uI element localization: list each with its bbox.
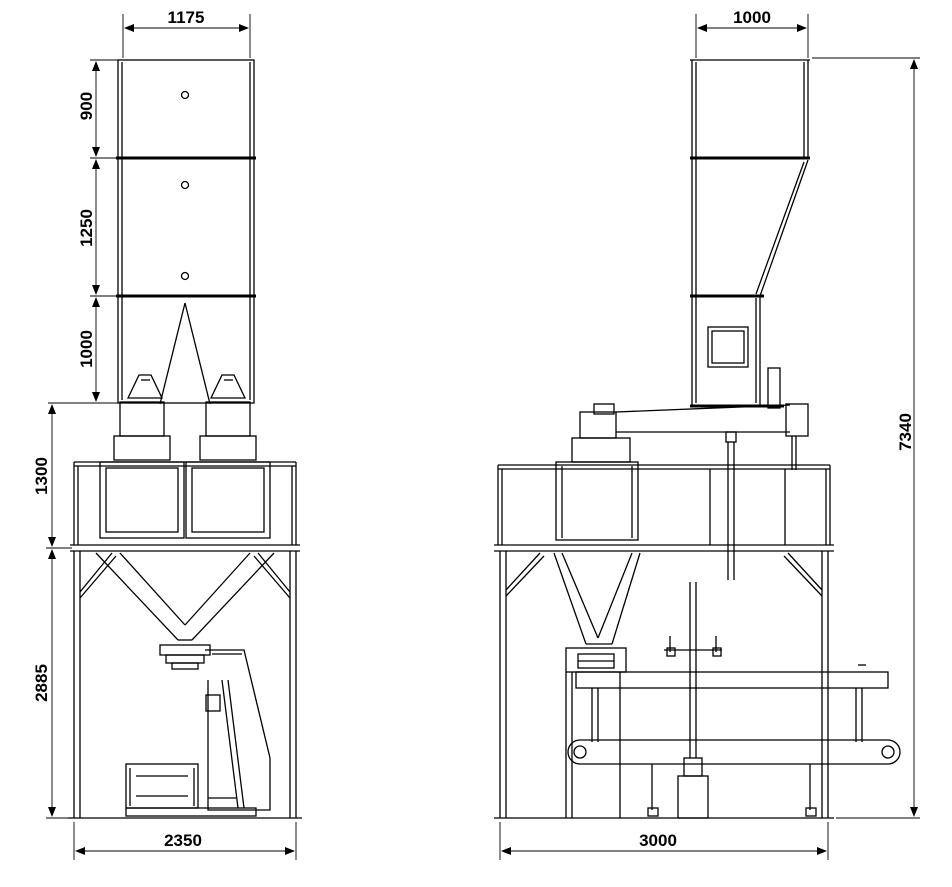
front-dimensions: 1175 900 1250 1000 1300 2885 2350 (32, 8, 297, 860)
front-twin-feeders (113, 374, 257, 461)
dim-1300: 1300 (32, 457, 51, 495)
side-platform (494, 461, 834, 552)
front-platform (70, 461, 300, 552)
dim-2350: 2350 (164, 831, 202, 850)
front-view: 1175 900 1250 1000 1300 2885 2350 (32, 8, 302, 860)
dim-7340: 7340 (896, 413, 915, 451)
dim-1250: 1250 (77, 209, 96, 247)
side-dimensions: 1000 7340 3000 (499, 8, 920, 860)
dim-3000: 3000 (639, 831, 677, 850)
dim-2885: 2885 (32, 664, 51, 702)
side-hopper (553, 552, 641, 818)
front-hopper (95, 552, 275, 670)
side-support-frame (494, 551, 834, 819)
dim-1175: 1175 (168, 8, 205, 27)
front-support-frame (68, 551, 302, 819)
dim-1000: 1000 (77, 330, 96, 368)
front-collector (116, 59, 256, 405)
side-stitching-column (664, 582, 722, 819)
side-collector (690, 59, 810, 408)
side-belt-conveyor (567, 664, 901, 817)
side-view: 1000 7340 3000 (494, 8, 920, 860)
dim-900: 900 (77, 92, 96, 120)
front-bagging-machine (125, 649, 271, 817)
side-conveyor (571, 367, 809, 580)
dim-1000-side: 1000 (733, 8, 771, 27)
